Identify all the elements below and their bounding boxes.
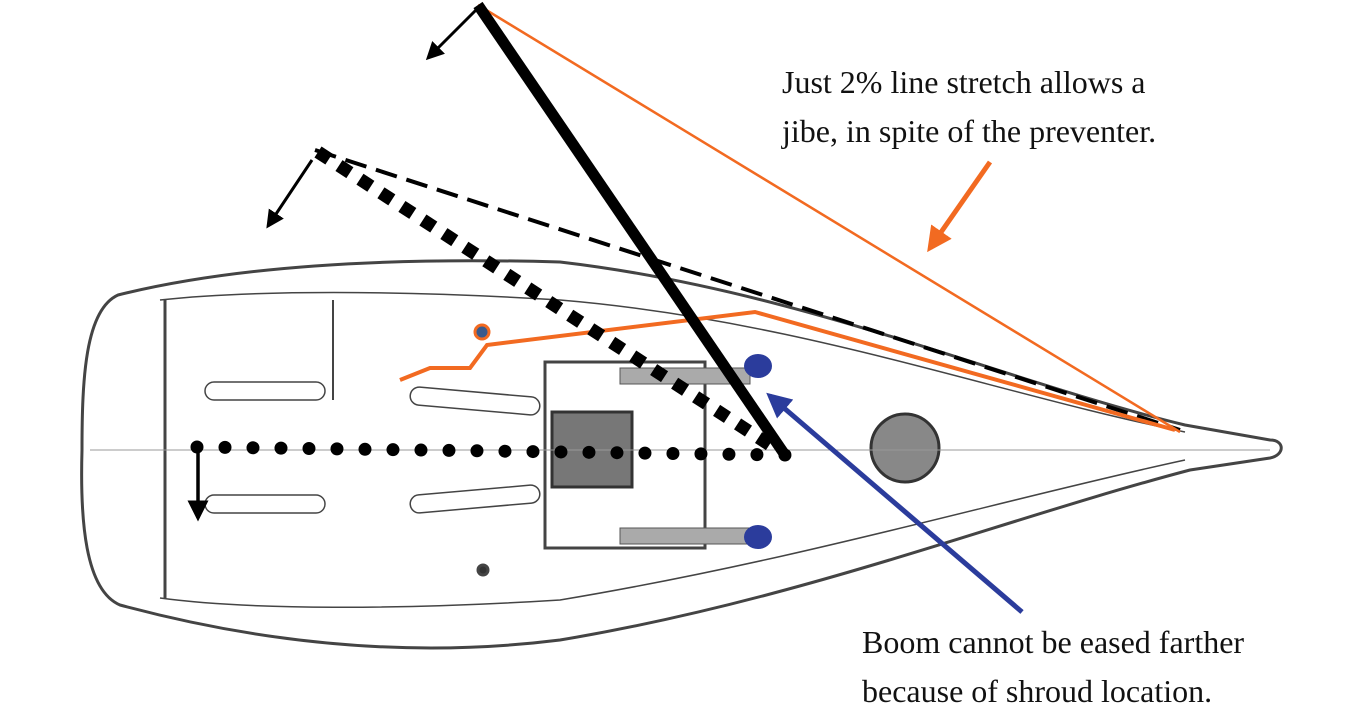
shroud-marker [744, 525, 772, 549]
stretched-preventer-line [477, 3, 1181, 434]
blue-arrow-icon [766, 392, 1024, 614]
shroud-annotation: Boom cannot be eased farther because of … [862, 618, 1244, 716]
stretch-annotation-line2: jibe, in spite of the preventer. [782, 113, 1157, 149]
arrow-icon [425, 8, 478, 61]
shroud-marker [744, 354, 772, 378]
stretch-annotation: Just 2% line stretch allows a jibe, in s… [782, 58, 1156, 156]
preventer-line [399, 309, 1176, 432]
orange-arrow-icon [927, 160, 993, 253]
arrow-icon [266, 159, 314, 229]
boom-eased [473, 1, 790, 459]
block-icon [473, 323, 491, 341]
hull-outline [80, 259, 1283, 650]
boom-centerline-dotted [190, 440, 792, 462]
shroud-annotation-line2: because of shroud location. [862, 673, 1213, 709]
stretch-annotation-line1: Just 2% line stretch allows a [782, 64, 1146, 100]
shroud-annotation-line1: Boom cannot be eased farther [862, 624, 1245, 660]
dashed-preventer-line [314, 148, 1181, 432]
